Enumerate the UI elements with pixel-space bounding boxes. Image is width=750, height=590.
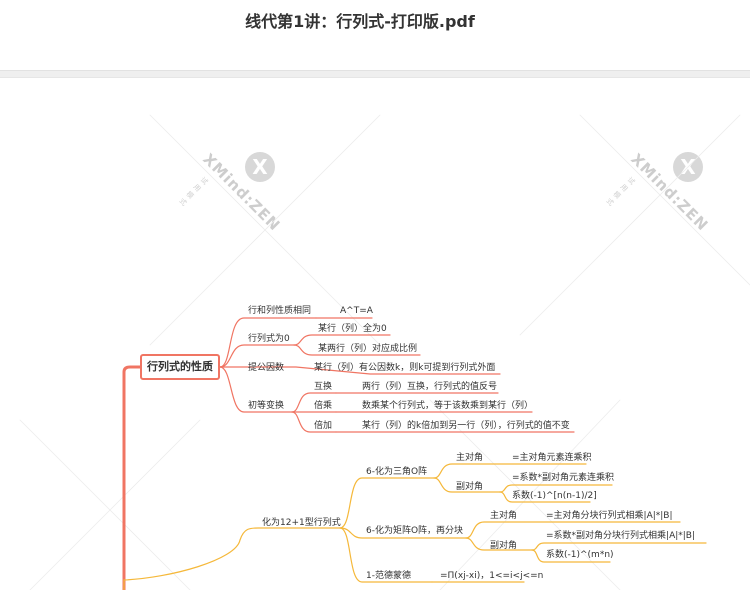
node-scale-desc: 数乘某个行列式，等于该数乘到某行（列）	[362, 401, 534, 411]
node-12plus1-type: 化为12+1型行列式	[262, 518, 341, 528]
mindmap-connectors	[19, 114, 750, 590]
node-rows-proportional: 某两行（列）对应成比例	[318, 344, 418, 354]
node-scale: 倍乘	[314, 401, 333, 411]
node-vandermonde-value: =Π(xj-xi)，1<=i<j<=n	[440, 571, 544, 581]
mindmap-root-node: 行列式的性质	[140, 354, 220, 380]
node-row-col-same: 行和列性质相同	[248, 306, 312, 316]
pdf-header: 线代第1讲：行列式-打印版.pdf	[0, 0, 750, 70]
node-main-diagonal: 主对角	[456, 453, 484, 463]
toolbar-divider	[0, 70, 750, 78]
node-swap-desc: 两行（列）互换，行列式的值反号	[362, 382, 498, 392]
node-add-multiple-desc: 某行（列）的k倍加到另一行（列），行列式的值不变	[362, 421, 570, 431]
node-anti-diagonal: 副对角	[456, 482, 484, 492]
node-add-multiple: 倍加	[314, 421, 333, 431]
node-block-anti-diagonal: 副对角	[490, 541, 518, 551]
node-anti-diagonal-sign: 系数(-1)^[n(n-1)/2]	[512, 491, 597, 501]
node-swap: 互换	[314, 382, 333, 392]
node-common-factor: 提公因数	[248, 363, 285, 373]
node-block-main-diagonal: 主对角	[490, 511, 518, 521]
node-common-factor-desc: 某行（列）有公因数k，则k可提到行列式外面	[314, 363, 496, 373]
node-block-anti-sign: 系数(-1)^(m*n)	[546, 550, 614, 560]
node-anti-diagonal-value: =系数*副对角元素连乘积	[512, 473, 615, 483]
document-title: 线代第1讲：行列式-打印版.pdf	[245, 12, 475, 31]
node-block-matrix: 6-化为矩阵O阵，再分块	[366, 526, 464, 536]
xmind-logo-icon: X	[245, 152, 275, 182]
node-main-diagonal-value: =主对角元素连乘积	[512, 453, 592, 463]
node-block-main-value: =主对角分块行列式相乘|A|*|B|	[546, 511, 673, 521]
node-vandermonde: 1-范德蒙德	[366, 571, 411, 581]
node-transpose: A^T=A	[340, 306, 373, 316]
node-det-zero: 行列式为0	[248, 334, 290, 344]
node-block-anti-value: =系数*副对角分块行列式相乘|A|*|B|	[546, 531, 696, 541]
node-row-all-zero: 某行（列）全为0	[318, 324, 387, 334]
node-elementary-ops: 初等变换	[248, 401, 285, 411]
node-triangle: 6-化为三角O阵	[366, 467, 428, 477]
